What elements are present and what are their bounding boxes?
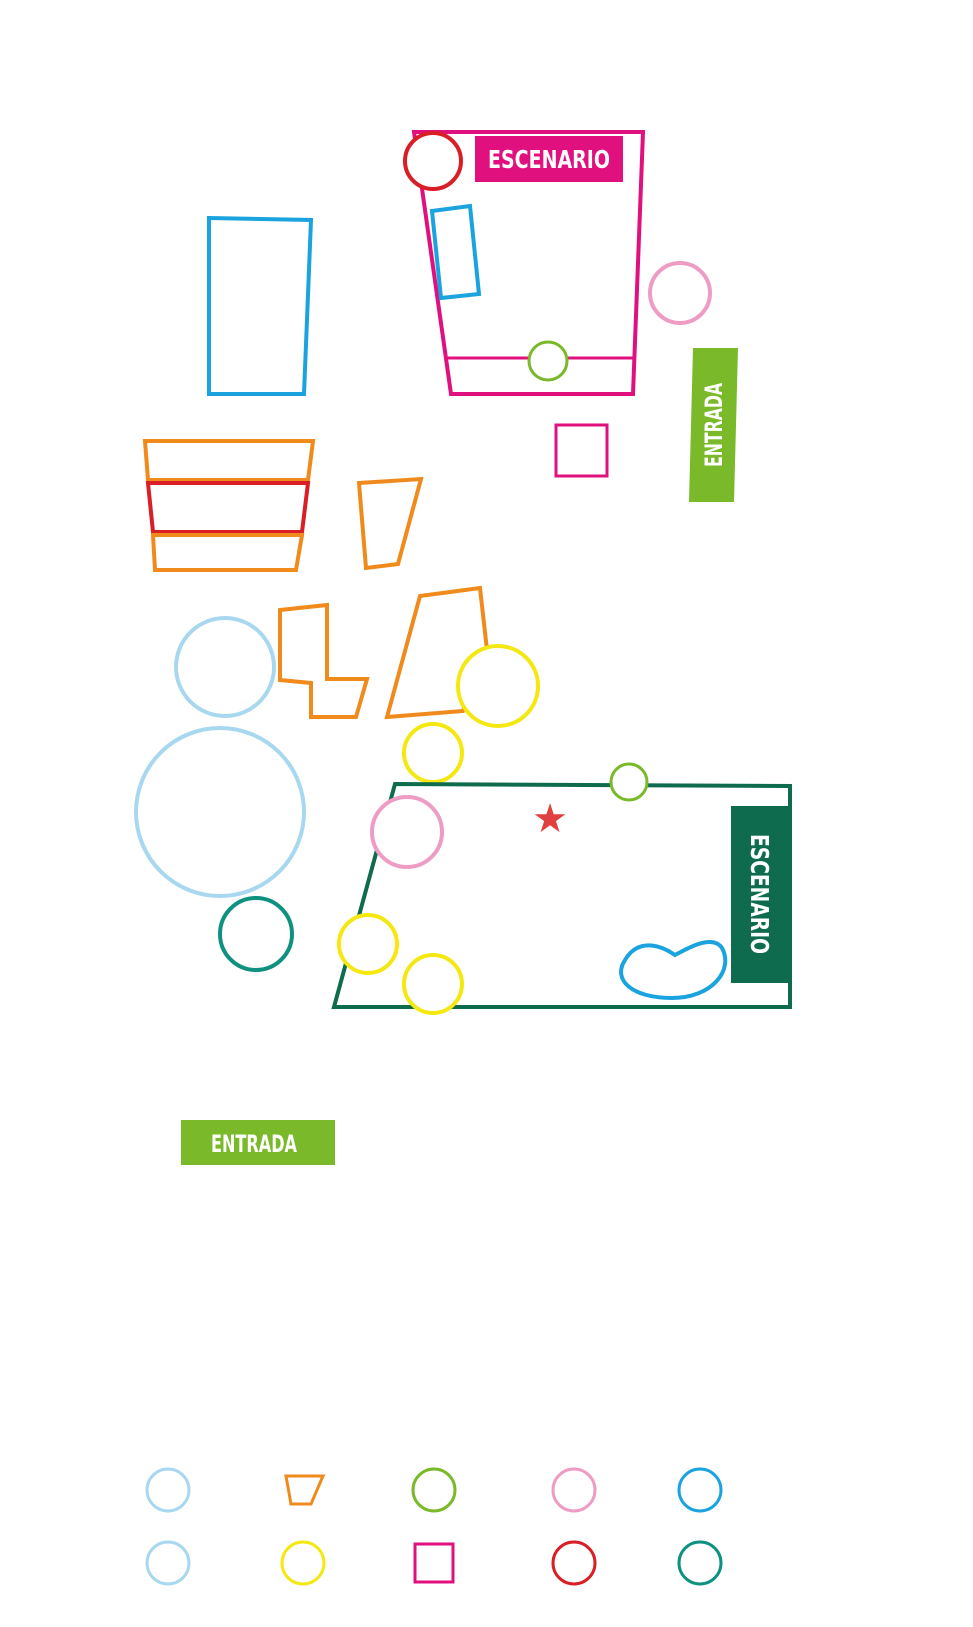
entrance-left: ENTRADA (181, 1120, 335, 1165)
yellow-circle-large (456, 644, 540, 728)
entrance-left-label: ENTRADA (211, 1130, 297, 1158)
blue-kidney-shape (619, 940, 728, 1001)
bottom-stage-area: ESCENARIO ★ (331, 762, 792, 1015)
teal-circle (218, 896, 294, 972)
bottom-stage-label: ESCENARIO (745, 834, 774, 954)
orange-l-shape (278, 602, 370, 719)
legend-circle-pink (551, 1467, 597, 1513)
top-stage-green-circle (527, 340, 569, 382)
legend-circle-green (411, 1467, 457, 1513)
yellow-circle-bottom (402, 953, 464, 1015)
orange-bar-top (142, 439, 316, 482)
top-stage-label: ESCENARIO (488, 145, 610, 174)
yellow-circle-left (337, 913, 399, 975)
legend-circle-teal (677, 1540, 723, 1586)
pink-circle-top (648, 261, 712, 325)
top-stage-red-circle (403, 131, 463, 191)
top-stage-outline (411, 130, 646, 396)
star-marker: ★ (532, 796, 568, 842)
entrance-right: ENTRADA (689, 348, 738, 502)
legend-circle-red (551, 1540, 597, 1586)
top-stage-banner (475, 136, 623, 182)
red-bar-middle (145, 481, 311, 534)
legend-circle-yellow (280, 1540, 326, 1586)
entrance-left-banner (181, 1120, 335, 1165)
pink-circle-bottom (370, 795, 444, 869)
legend-circle-light-blue (145, 1467, 191, 1513)
stacked-bars (142, 439, 316, 572)
entrance-right-banner (689, 348, 738, 502)
top-stage-blue-rect (429, 203, 482, 301)
yellow-circle-mid (402, 722, 464, 784)
light-blue-circle-small (174, 616, 276, 718)
legend-circle-blue (677, 1467, 723, 1513)
top-stage-area: ESCENARIO (403, 130, 646, 396)
legend-square-magenta (413, 1542, 455, 1584)
green-circle-bottom (609, 762, 649, 802)
entrance-right-label: ENTRADA (700, 383, 728, 467)
light-blue-circle-large (134, 726, 306, 898)
bottom-stage-banner (731, 806, 788, 983)
orange-trapezoid-small (356, 476, 424, 571)
orange-bar-bottom (150, 533, 305, 572)
blue-rectangle-left (207, 215, 314, 396)
magenta-square (554, 423, 609, 478)
legend (145, 1467, 723, 1586)
legend-circle-light-blue (145, 1540, 191, 1586)
legend-trapezoid-orange (284, 1474, 326, 1506)
